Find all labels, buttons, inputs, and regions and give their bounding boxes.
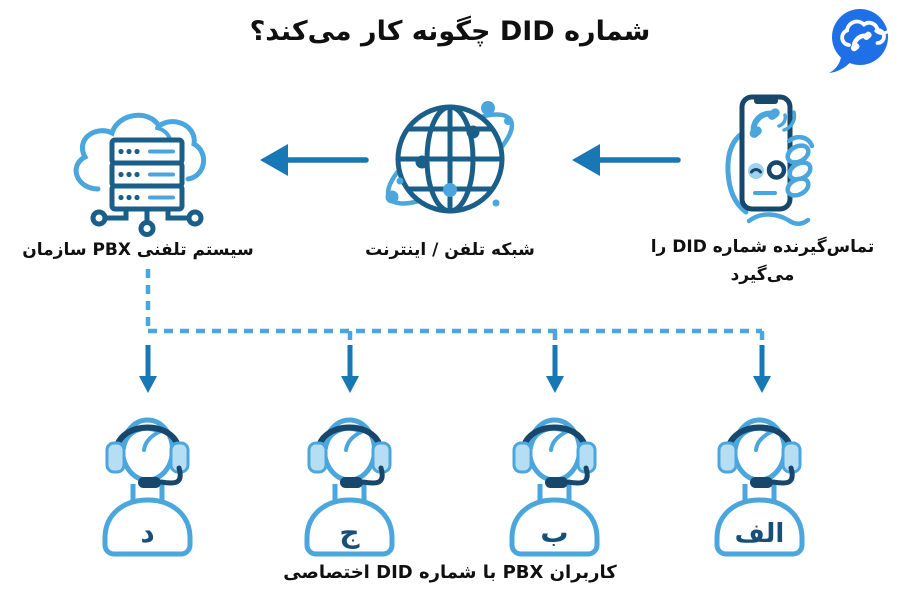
cloud-server-icon [60, 82, 215, 237]
arrow-left-icon [248, 138, 373, 182]
agent-alef: الف [697, 398, 822, 560]
globe-network-icon [375, 84, 525, 234]
agent-letter: الف [735, 519, 785, 549]
agent-jim: ج [287, 398, 412, 560]
agent-letter: ب [540, 516, 568, 549]
caller-label: تماس‌گیرنده شماره DID را می‌گیرد [650, 237, 875, 286]
agent-letter: ج [339, 516, 360, 550]
agent-be: ب [492, 398, 617, 560]
page-title: شماره DID چگونه کار می‌کند؟ [249, 16, 651, 47]
footer-label: کاربران PBX با شماره DID اختصاصی [283, 562, 617, 583]
agent-letter: د [140, 516, 154, 549]
pbx-label: سیستم تلفنی PBX سازمان [22, 240, 254, 260]
network-label: شبکه تلفن / اینترنت [365, 240, 535, 260]
brand-logo-icon [826, 6, 892, 74]
arrow-left-icon [560, 138, 685, 182]
hand-holding-smartphone-icon [692, 84, 832, 226]
agent-dal: د [85, 398, 210, 560]
routing-connector [0, 265, 900, 400]
